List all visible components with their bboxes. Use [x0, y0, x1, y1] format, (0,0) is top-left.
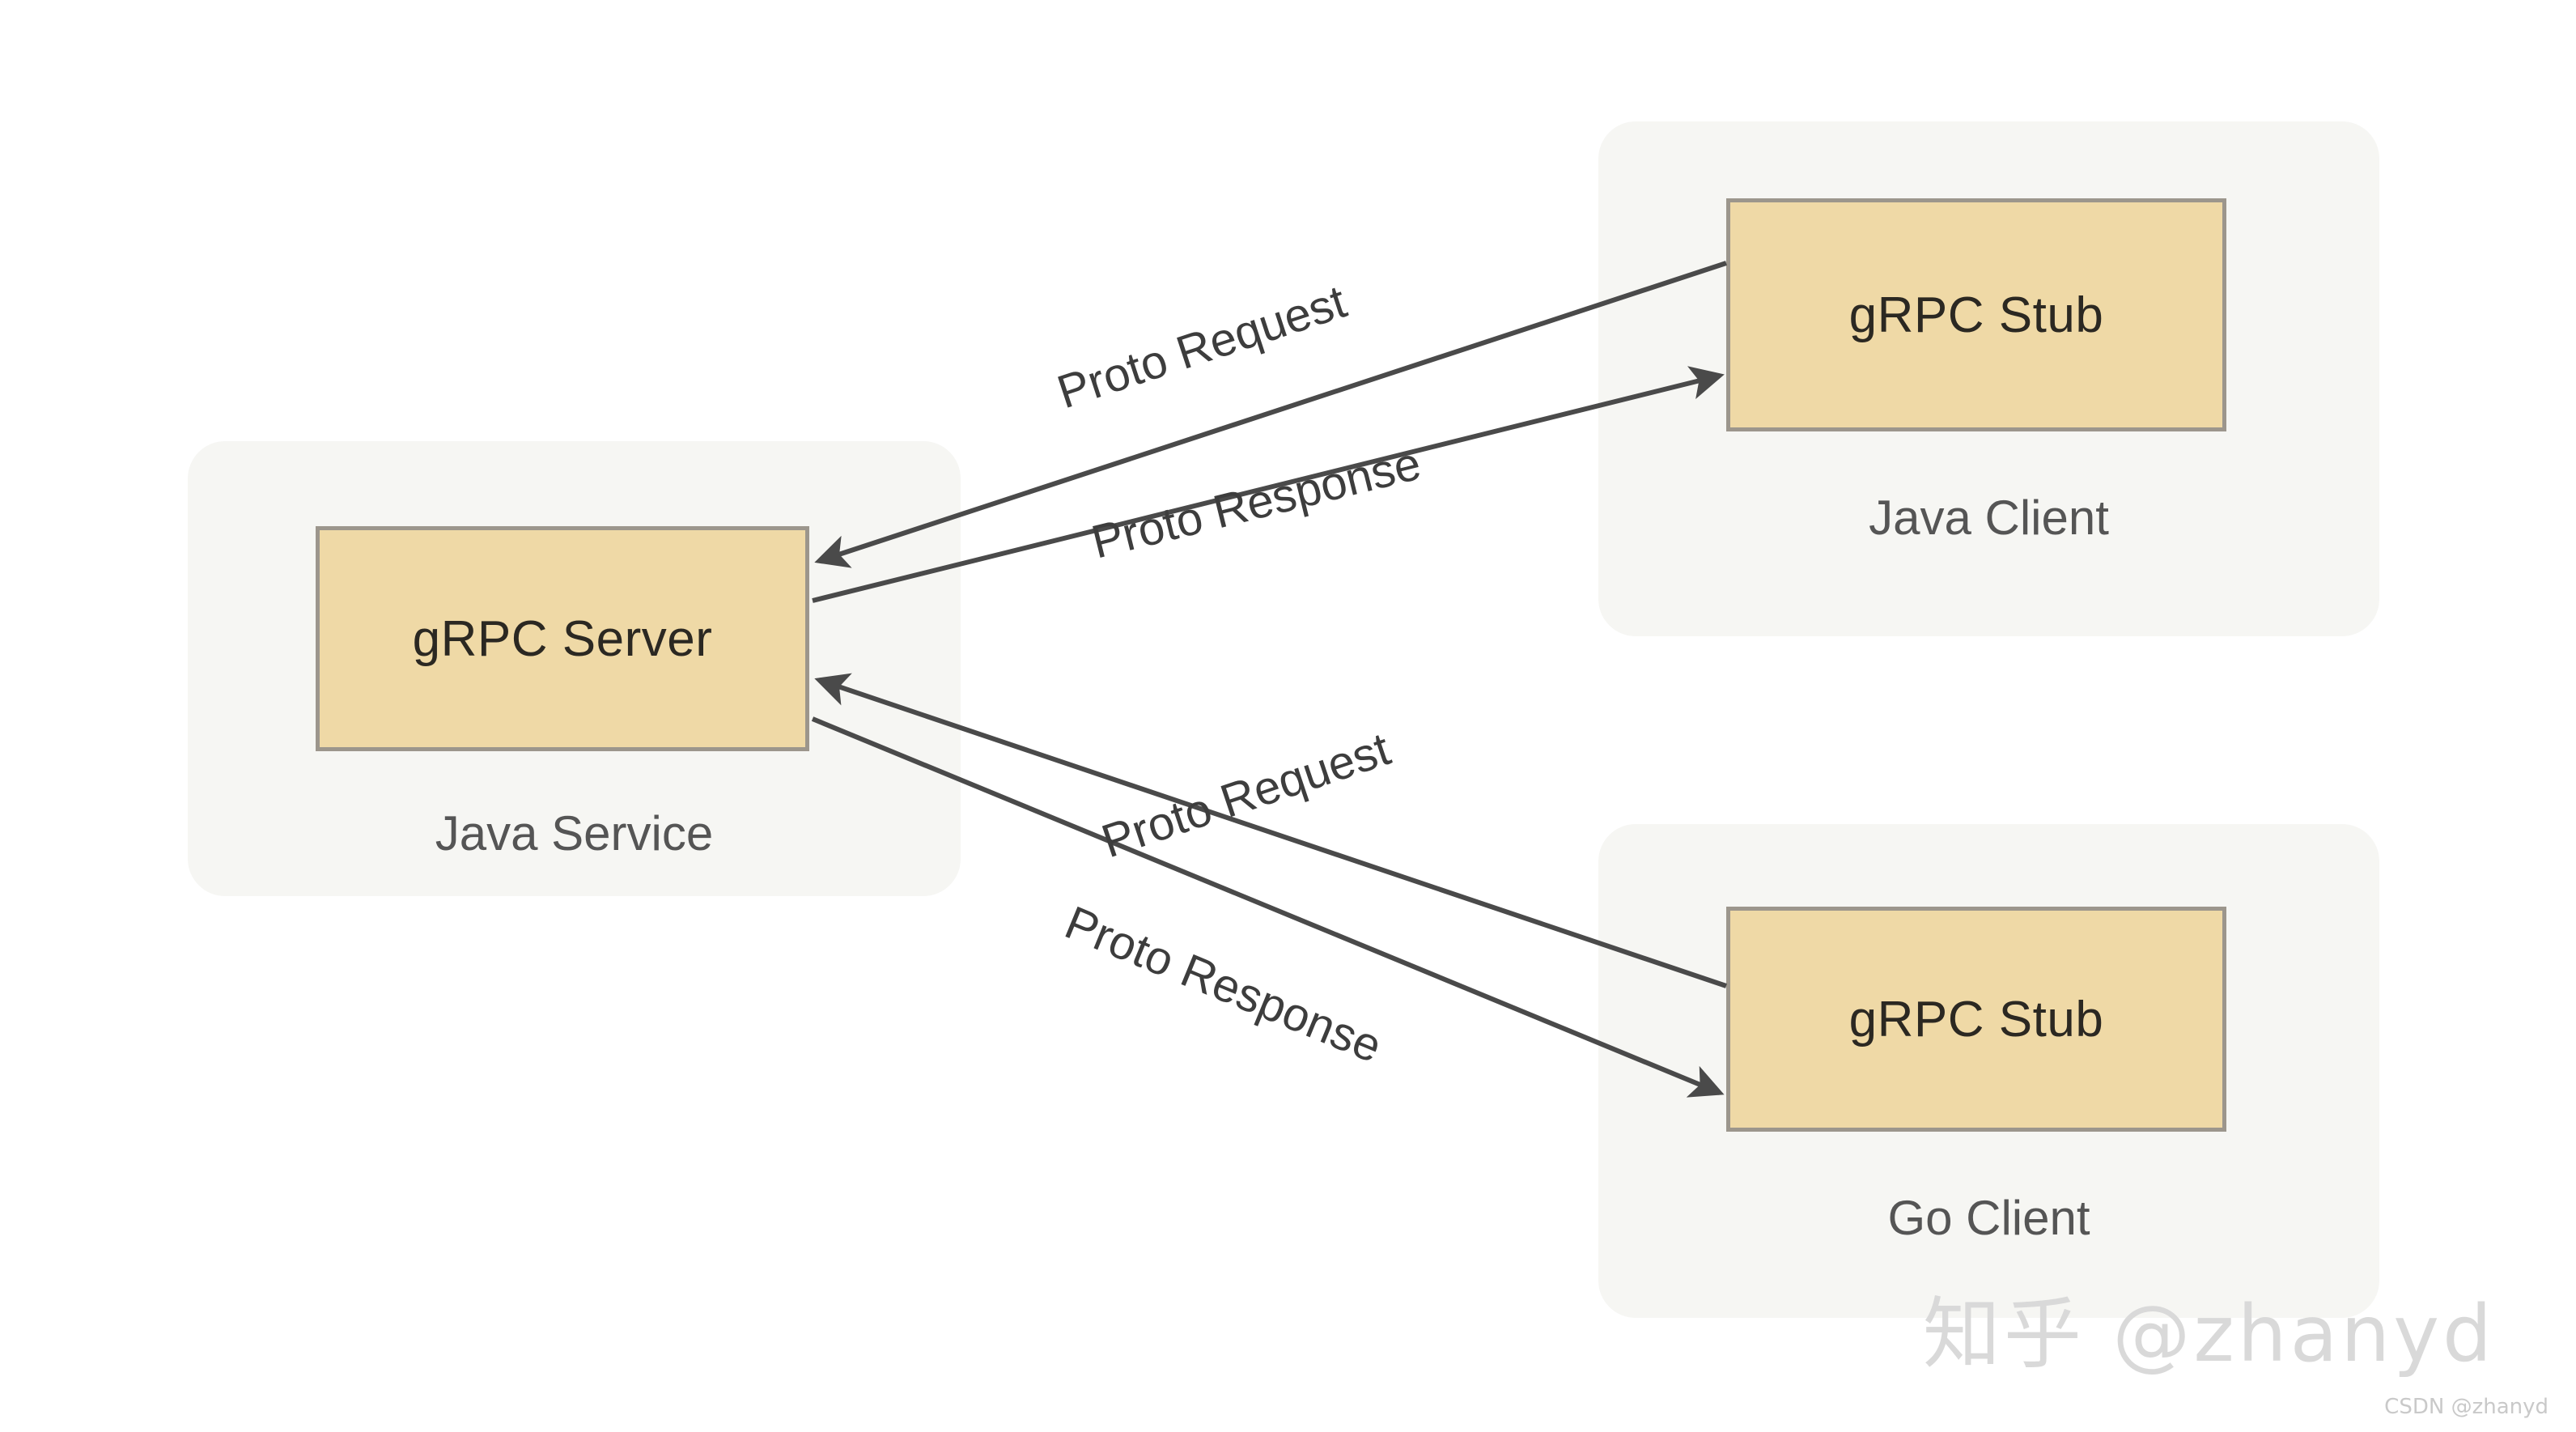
edge-label-go-request: Proto Request: [1095, 722, 1396, 868]
edge-label-go-response: Proto Response: [1058, 896, 1389, 1073]
node-grpc-stub-go[interactable]: gRPC Stub: [1726, 907, 2226, 1132]
edge-label-java-response: Proto Response: [1087, 437, 1426, 569]
caption-java-service: Java Service: [435, 806, 714, 860]
caption-java-client: Java Client: [1869, 491, 2109, 545]
node-grpc-stub-go-label: gRPC Stub: [1848, 991, 2104, 1047]
watermark-csdn: CSDN @zhanyd: [2384, 1395, 2548, 1419]
node-grpc-stub-java-label: gRPC Stub: [1848, 287, 2104, 343]
node-grpc-server[interactable]: gRPC Server: [316, 526, 809, 751]
watermark-zhihu: 知乎 @zhanyd: [1922, 1289, 2495, 1379]
caption-go-client: Go Client: [1887, 1191, 2090, 1245]
edge-label-java-request: Proto Request: [1051, 275, 1353, 419]
node-grpc-stub-java[interactable]: gRPC Stub: [1726, 198, 2226, 431]
node-grpc-server-label: gRPC Server: [412, 610, 713, 667]
